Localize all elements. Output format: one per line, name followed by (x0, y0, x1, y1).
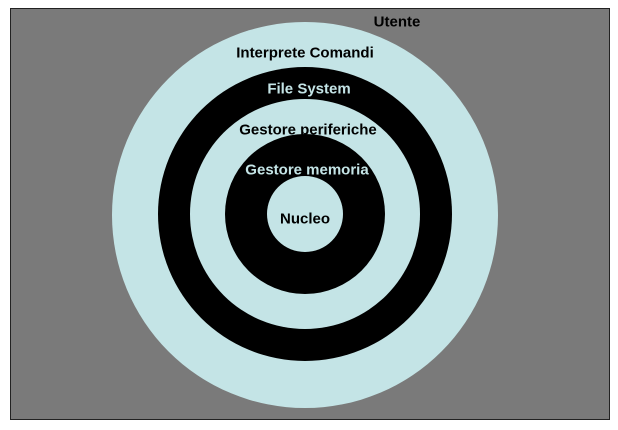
diagram-frame: Utente Interprete Comandi File System Ge… (10, 8, 610, 420)
label-nucleo: Nucleo (279, 210, 331, 228)
label-interprete-comandi: Interprete Comandi (236, 44, 374, 62)
label-utente: Utente (373, 13, 421, 31)
label-gestore-memoria: Gestore memoria (245, 161, 369, 179)
label-file-system: File System (267, 80, 351, 98)
label-gestore-periferiche: Gestore periferiche (239, 121, 377, 139)
ring-nucleo (267, 176, 343, 252)
